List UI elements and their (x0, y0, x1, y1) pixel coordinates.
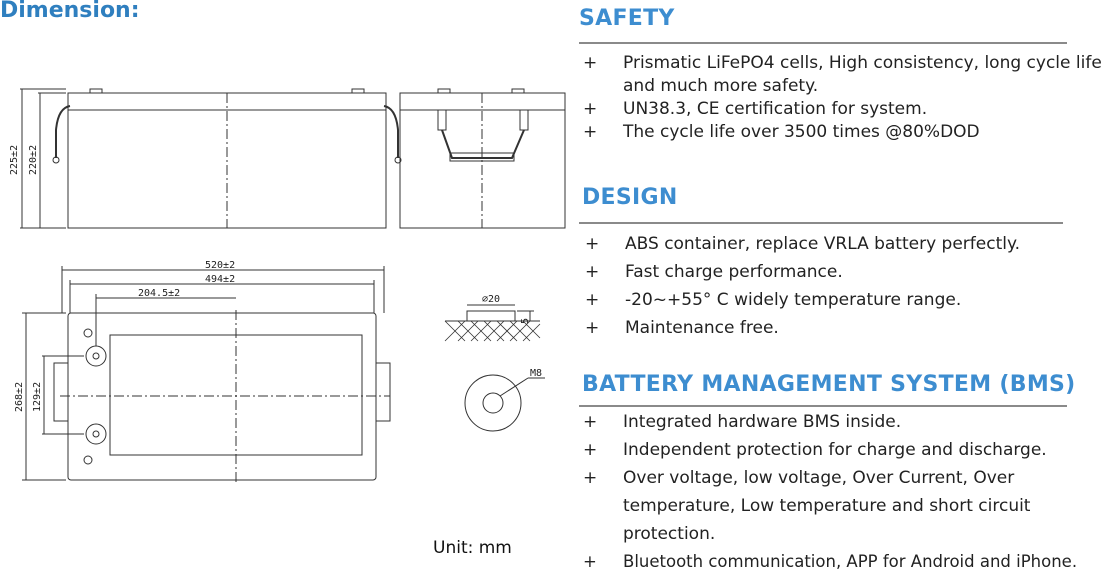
list-item: +Prismatic LiFePO4 cells, High consisten… (583, 53, 1102, 96)
list-item: +Independent protection for charge and d… (583, 440, 1047, 460)
dimension-title: Dimension: (0, 0, 140, 23)
list-item: +Maintenance free. (585, 318, 779, 338)
list-item: +UN38.3, CE certification for system. (583, 99, 928, 119)
unit-label: Unit: mm (433, 538, 512, 558)
dim-length-outer: 520±2 (205, 260, 235, 271)
section-rule-design (579, 222, 1063, 224)
side-view (399, 88, 566, 229)
dim-terminal-offset: 204.5±2 (138, 288, 180, 299)
list-item: +Fast charge performance. (585, 262, 843, 282)
terminal-top-detail (464, 374, 545, 432)
list-item: +The cycle life over 3500 times @80%DOD (583, 122, 980, 142)
dim-width-inner: 129±2 (32, 382, 43, 412)
dim-height-inner: 220±2 (28, 145, 39, 175)
list-item: +Over voltage, low voltage, Over Current… (583, 468, 1031, 544)
terminal-side-detail (444, 304, 541, 342)
section-rule-safety (579, 42, 1067, 44)
dim-length-inner: 494±2 (205, 274, 235, 285)
front-view (20, 88, 402, 229)
dim-height-outer: 225±2 (9, 145, 20, 175)
section-rule-bms (579, 405, 1067, 407)
dim-thread: M8 (530, 368, 542, 379)
section-title-design: DESIGN (582, 185, 678, 210)
design-list: +ABS container, replace VRLA battery per… (583, 230, 1113, 342)
dim-terminal-diameter: ⌀20 (482, 294, 500, 305)
list-item: +-20~+55° C widely temperature range. (585, 290, 962, 310)
list-item: +Bluetooth communication, APP for Androi… (583, 552, 1078, 571)
section-title-bms: BATTERY MANAGEMENT SYSTEM (BMS) (582, 372, 1076, 397)
bms-list: +Integrated hardware BMS inside. +Indepe… (581, 408, 1113, 576)
dim-terminal-height: 5 (520, 318, 531, 324)
top-view (22, 266, 391, 482)
list-item: +Integrated hardware BMS inside. (583, 412, 902, 432)
dim-width-outer: 268±2 (14, 382, 25, 412)
safety-list: +Prismatic LiFePO4 cells, High consisten… (581, 52, 1111, 144)
battery-dimension-drawing: 225±2 220±2 520±2 494±2 204.5±2 268±2 12… (9, 88, 566, 482)
section-title-safety: SAFETY (579, 6, 675, 31)
list-item: +ABS container, replace VRLA battery per… (585, 234, 1021, 254)
